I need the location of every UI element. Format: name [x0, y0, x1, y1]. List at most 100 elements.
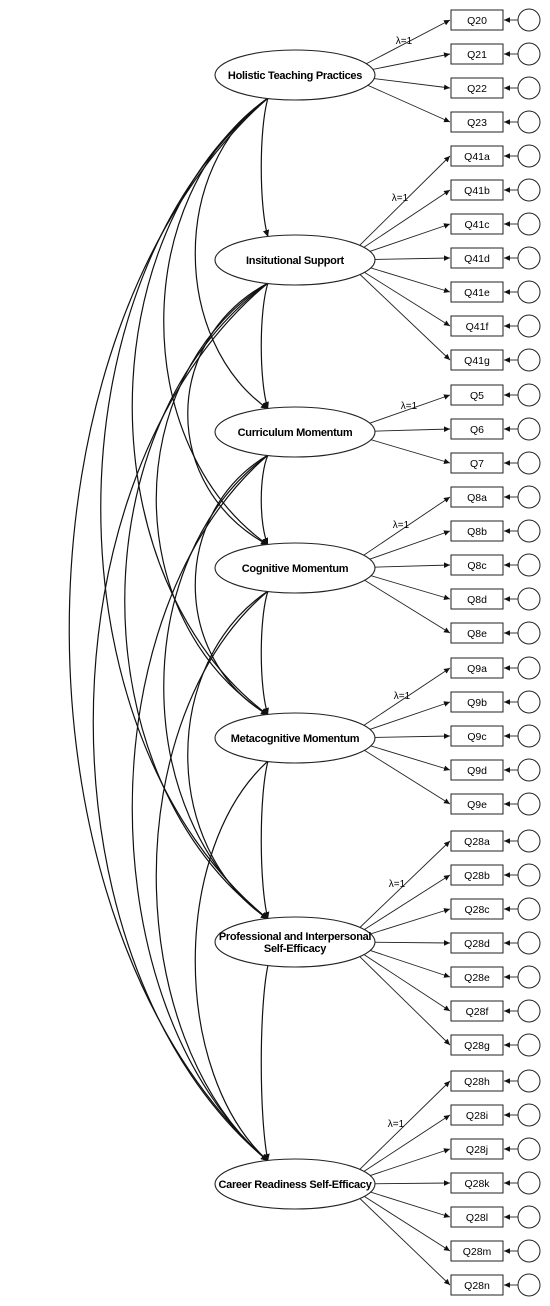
- indicator-label-q28l: Q28l: [466, 1212, 488, 1224]
- loading-path-q23: [357, 80, 451, 123]
- loading-path-q9e: [357, 745, 451, 805]
- indicator-box-q20: [450, 9, 504, 31]
- indicator-box-q9d: [450, 759, 504, 781]
- loading-path-q28e: [357, 945, 451, 978]
- error-term-q28e: [517, 965, 541, 989]
- indicator-label-q41g: Q41g: [464, 355, 490, 367]
- error-term-q8b: [517, 519, 541, 543]
- loading-path-q28b: [357, 874, 451, 935]
- indicator-box-q28b: [450, 864, 504, 886]
- indicator-box-q5: [450, 384, 504, 406]
- loading-path-q41g: [357, 271, 451, 361]
- indicator-label-q28d: Q28d: [464, 938, 490, 950]
- lambda-label-insitutional-support: λ=1: [392, 193, 409, 204]
- loading-path-q41f: [357, 267, 451, 327]
- loading-path-q28h: [357, 1080, 451, 1172]
- indicator-label-q9e: Q9e: [467, 799, 487, 811]
- loading-path-q8a: [357, 496, 451, 560]
- error-term-q41e: [517, 280, 541, 304]
- indicator-box-q28j: [450, 1138, 504, 1160]
- indicator-box-q41a: [450, 145, 504, 167]
- error-term-q7: [517, 451, 541, 475]
- indicator-box-q41g: [450, 349, 504, 371]
- covariance-arc-2-7: [92, 276, 276, 1162]
- covariance-arc-3-7: [131, 448, 276, 1162]
- latent-label-career-readiness-self-efficacy: Career Readiness Self-Efficacy: [218, 1179, 372, 1191]
- indicator-box-q9a: [450, 657, 504, 679]
- indicator-box-q28d: [450, 932, 504, 954]
- latent-label-cognitive-momentum: Cognitive Momentum: [242, 563, 349, 575]
- covariance-arc-3-4: [260, 447, 274, 546]
- latent-ellipse-professional-and-interpersonal-self-efficacy: [214, 916, 376, 968]
- latent-ellipse-holistic-teaching-practices: [214, 49, 376, 101]
- indicator-box-q9e: [450, 793, 504, 815]
- indicator-label-q41e: Q41e: [464, 287, 490, 299]
- latent-ellipse-insitutional-support: [214, 234, 376, 286]
- covariance-arc-5-6: [260, 753, 273, 920]
- error-term-q41g: [517, 348, 541, 372]
- lambda-label-curriculum-momentum: λ=1: [401, 401, 418, 412]
- covariance-arc-6-7: [260, 957, 273, 1162]
- indicator-box-q41b: [450, 179, 504, 201]
- indicator-box-q28n: [450, 1274, 504, 1296]
- indicator-label-q7: Q7: [470, 458, 484, 470]
- indicator-label-q28i: Q28i: [466, 1110, 488, 1122]
- loading-path-q28j: [357, 1148, 451, 1181]
- latent-ellipse-curriculum-momentum: [214, 406, 376, 458]
- indicator-box-q41f: [450, 315, 504, 337]
- indicator-box-q28a: [450, 830, 504, 852]
- lambda-label-professional-and-interpersonal-self-efficacy: λ=1: [389, 879, 406, 890]
- error-term-q8a: [517, 485, 541, 509]
- indicator-box-q8a: [450, 486, 504, 508]
- indicator-label-q28a: Q28a: [464, 836, 490, 848]
- loading-path-q41b: [357, 189, 451, 252]
- error-term-q9b: [517, 690, 541, 714]
- indicator-box-q7: [450, 452, 504, 474]
- loading-path-q5: [357, 394, 451, 428]
- indicator-box-q41d: [450, 247, 504, 269]
- indicator-label-q22: Q22: [467, 83, 487, 95]
- covariance-arc-2-4: [187, 276, 276, 546]
- error-term-q28c: [517, 897, 541, 921]
- factor-loadings: Q20Q21Q22Q23λ=1Q41aQ41bQ41cQ41dQ41eQ41fQ…: [357, 8, 541, 1297]
- loading-path-q28f: [357, 949, 451, 1012]
- covariance-arc-4-5: [260, 583, 274, 716]
- covariance-arc-4-6: [187, 584, 276, 920]
- latent-ellipse-metacognitive-momentum: [214, 712, 376, 764]
- error-term-q41c: [517, 212, 541, 236]
- error-term-q28a: [517, 829, 541, 853]
- indicator-label-q9b: Q9b: [467, 697, 487, 709]
- indicator-box-q41e: [450, 281, 504, 303]
- loading-path-q9b: [357, 701, 451, 735]
- loading-path-q28i: [357, 1114, 451, 1177]
- loading-path-q9a: [357, 667, 451, 730]
- error-term-q8e: [517, 621, 541, 645]
- loading-path-q8e: [357, 575, 451, 634]
- lambda-label-cognitive-momentum: λ=1: [393, 520, 410, 531]
- indicator-box-q41c: [450, 213, 504, 235]
- indicator-label-q28n: Q28n: [464, 1280, 490, 1292]
- indicator-label-q28j: Q28j: [466, 1144, 488, 1156]
- indicator-label-q28h: Q28h: [464, 1076, 490, 1088]
- indicator-box-q8e: [450, 622, 504, 644]
- indicator-label-q9c: Q9c: [467, 731, 486, 743]
- indicator-box-q28l: [450, 1206, 504, 1228]
- error-term-q9a: [517, 656, 541, 680]
- lambda-label-holistic-teaching-practices: λ=1: [396, 36, 413, 47]
- latent-ellipse-career-readiness-self-efficacy: [214, 1158, 376, 1210]
- indicator-label-q23: Q23: [467, 117, 487, 129]
- latent-label-professional-and-interpersonal-self-efficacy-line-1: Professional and Interpersonal: [219, 931, 372, 943]
- loading-path-q7: [357, 435, 451, 464]
- error-term-q22: [517, 76, 541, 100]
- indicator-label-q28f: Q28f: [466, 1006, 489, 1018]
- indicator-box-q28m: [450, 1240, 504, 1262]
- latent-label-professional-and-interpersonal-self-efficacy-line-2: Self-Efficacy: [264, 943, 327, 955]
- indicator-label-q9d: Q9d: [467, 765, 487, 777]
- loading-path-q9d: [357, 741, 451, 771]
- indicator-label-q8c: Q8c: [467, 560, 486, 572]
- indicator-box-q28g: [450, 1034, 504, 1056]
- indicator-box-q28f: [450, 1000, 504, 1022]
- error-term-q8c: [517, 553, 541, 577]
- loading-path-q28a: [357, 840, 451, 931]
